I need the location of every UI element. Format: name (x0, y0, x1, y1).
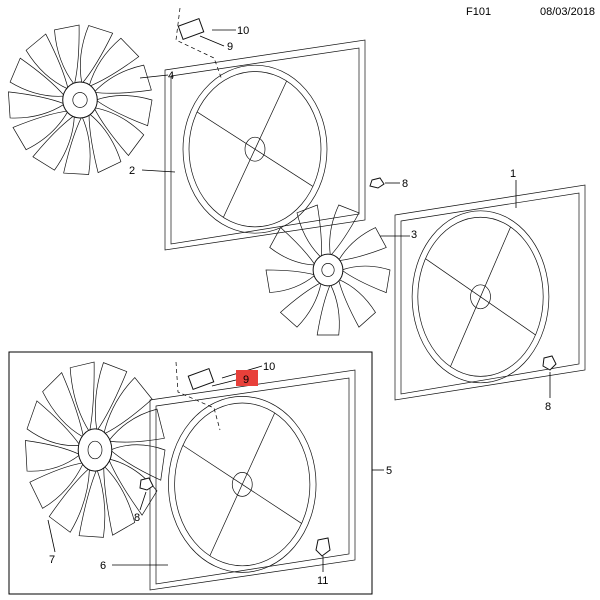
diagram-code: F101 (466, 6, 492, 18)
nut-icon (139, 477, 154, 491)
nut-icon (542, 355, 557, 371)
fan-motor-hub (77, 428, 113, 472)
callout-6[interactable]: 6 (100, 560, 106, 572)
highlight-marker (236, 370, 258, 386)
fan-shroud-2 (164, 39, 366, 251)
callout-10[interactable]: 10 (263, 361, 275, 373)
fan-shroud-6 (149, 369, 356, 591)
callout-11[interactable]: 11 (317, 575, 328, 587)
resistor-module-upper (177, 18, 205, 40)
callout-5[interactable]: 5 (386, 465, 392, 477)
callout-9[interactable]: 9 (227, 41, 233, 53)
callout-3[interactable]: 3 (411, 229, 417, 241)
callout-8[interactable]: 8 (402, 178, 408, 190)
callout-7[interactable]: 7 (49, 554, 55, 566)
callout-8[interactable]: 8 (134, 512, 140, 524)
screw-icon (315, 537, 331, 557)
fan-blade-3 (265, 204, 391, 336)
callout-4[interactable]: 4 (168, 70, 174, 82)
callout-8[interactable]: 8 (545, 401, 551, 413)
fan-motor-hub (62, 81, 98, 119)
kit-box (8, 351, 373, 595)
callout-2[interactable]: 2 (129, 165, 135, 177)
fan-shroud-1 (394, 184, 586, 401)
callout-1[interactable]: 1 (510, 168, 516, 180)
nut-icon (369, 177, 385, 189)
callout-10[interactable]: 10 (237, 25, 249, 37)
diagram-date: 08/03/2018 (540, 6, 596, 18)
fan-motor-hub (312, 253, 344, 287)
fan-blade-4 (8, 24, 153, 175)
resistor-module-lower (187, 368, 215, 390)
fan-blade-7 (25, 361, 166, 538)
callout-9-highlighted[interactable]: 9 (243, 374, 249, 386)
